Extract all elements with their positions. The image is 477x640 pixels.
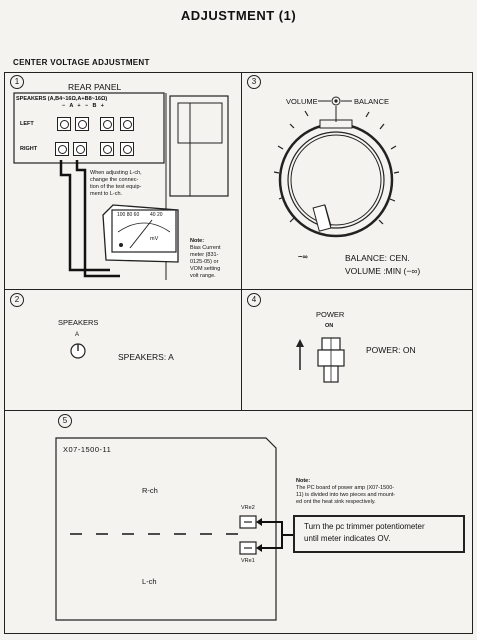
vre1-label: VRe1: [241, 558, 255, 564]
min-infinity-mark: −∞: [298, 252, 308, 261]
section-title: CENTER VOLTAGE ADJUSTMENT: [13, 58, 150, 67]
panel-2-number: 2: [10, 293, 24, 307]
board-note: Note: The PC board of power amp (X07-150…: [296, 478, 396, 505]
panel-5: [4, 410, 473, 634]
speaker-jack-right-a-minus: [55, 142, 69, 156]
meter-scale-right: 40 20: [150, 212, 163, 218]
speaker-jack-right-a-plus: [73, 142, 87, 156]
r-ch-label: R-ch: [142, 486, 158, 495]
ab-polarity-row: − A + − B +: [62, 103, 106, 109]
l-ch-label: L-ch: [142, 577, 157, 586]
left-label: LEFT: [20, 121, 34, 127]
right-label: RIGHT: [20, 146, 38, 152]
speaker-jack-left-b-plus: [120, 117, 134, 131]
panel-3-number: 3: [247, 75, 261, 89]
volume-label: VOLUME: [286, 97, 318, 106]
speaker-a-mark: A: [75, 332, 80, 338]
balance-label: BALANCE: [354, 97, 390, 106]
meter-note: Note: Bias Current meter (831- 0125-05) …: [190, 238, 221, 279]
speakers-setting: SPEAKERS: A: [118, 352, 174, 362]
panel-1-number: 1: [10, 75, 24, 89]
power-setting: POWER: ON: [366, 345, 416, 355]
speaker-jack-left-a-minus: [57, 117, 71, 131]
board-part-number: X07-1500-11: [63, 445, 112, 454]
panel-4-number: 4: [247, 293, 261, 307]
power-label: POWER: [316, 310, 345, 319]
speakers-rating-label: SPEAKERS (A,B4~16Ω,A+B8~16Ω): [16, 96, 108, 102]
volume-setting: VOLUME :MIN (−∞): [345, 266, 421, 276]
balance-setting: BALANCE: CEN.: [345, 253, 410, 263]
rear-panel-label: REAR PANEL: [68, 82, 122, 92]
meter-unit: mV: [150, 236, 159, 242]
speaker-jack-right-b-minus: [100, 142, 114, 156]
power-on-mark: ON: [325, 323, 334, 329]
speaker-jack-left-b-minus: [100, 117, 114, 131]
panel-5-number: 5: [58, 414, 72, 428]
vre2-label: VRe2: [241, 505, 255, 511]
meter-scale-left: 100 80 60: [117, 212, 140, 218]
speakers-label: SPEAKERS: [58, 318, 99, 327]
trimmer-instruction: Turn the pc trimmer potentiometer until …: [304, 522, 425, 543]
speaker-jack-right-b-plus: [120, 142, 134, 156]
page-title: ADJUSTMENT (1): [180, 8, 297, 23]
lch-instruction: When adjusting L-ch, change the connec- …: [90, 170, 142, 197]
speaker-jack-left-a-plus: [75, 117, 89, 131]
